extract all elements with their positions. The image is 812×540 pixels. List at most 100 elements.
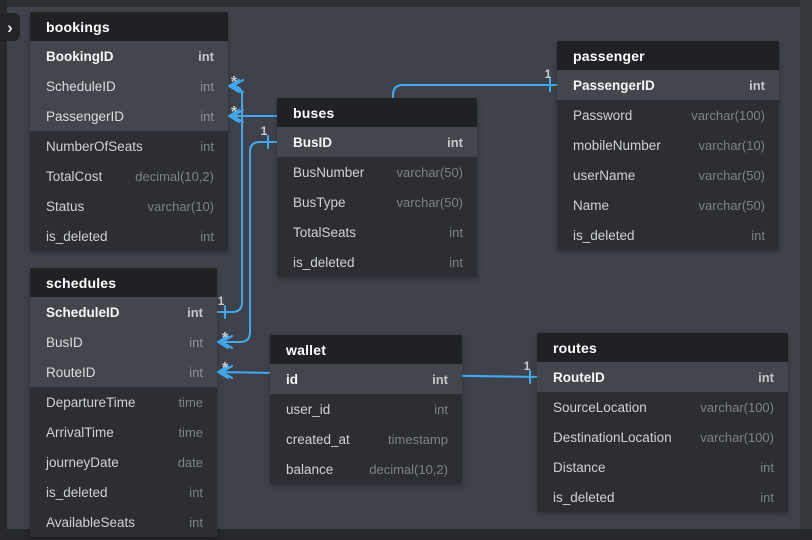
field-name: created_at (286, 431, 350, 447)
field-row-is_deleted[interactable]: is_deleted int (30, 221, 228, 251)
field-type: int (187, 304, 203, 320)
field-name: Status (46, 198, 85, 214)
table-header[interactable]: passenger (557, 41, 779, 70)
table-header[interactable]: bookings (30, 12, 228, 41)
table-header[interactable]: schedules (30, 268, 217, 297)
field-row-journeyDate[interactable]: journeyDate date (30, 447, 217, 477)
field-name: Distance (553, 459, 606, 475)
field-name: PassengerID (46, 108, 125, 124)
field-type: int (189, 484, 203, 500)
field-row-Distance[interactable]: Distance int (537, 452, 788, 482)
field-name: DestinationLocation (553, 429, 672, 445)
field-type: int (751, 227, 765, 243)
cardinality-label: * (222, 330, 229, 347)
field-name: Name (573, 197, 610, 213)
field-row-mobileNumber[interactable]: mobileNumber varchar(10) (557, 130, 779, 160)
field-type: date (177, 454, 203, 470)
crow-foot-icon (232, 79, 244, 93)
sidebar-expand-button[interactable]: › (0, 13, 20, 41)
field-type: int (449, 224, 463, 240)
cardinality-label: * (231, 104, 238, 121)
field-name: TotalSeats (293, 224, 357, 240)
table-header[interactable]: routes (537, 333, 788, 362)
relationship-line-bookings-schedules[interactable] (216, 85, 243, 313)
field-name: BusID (46, 334, 83, 350)
field-name: BusID (293, 134, 333, 150)
field-name: ArrivalTime (46, 424, 114, 440)
field-name: DepartureTime (46, 394, 136, 410)
crow-foot-icon (217, 335, 229, 349)
field-type: varchar(100) (691, 107, 765, 123)
field-row-DepartureTime[interactable]: DepartureTime time (30, 387, 217, 417)
crow-foot-icon (221, 335, 233, 349)
field-name: journeyDate (46, 454, 119, 470)
field-type: int (749, 77, 765, 93)
crow-foot-icon (232, 109, 244, 123)
field-name: ScheduleID (46, 78, 116, 94)
field-name: balance (286, 461, 334, 477)
field-type: int (760, 459, 774, 475)
cardinality-label: * (222, 360, 229, 377)
right-edge-strip (800, 0, 812, 540)
table-header[interactable]: buses (277, 98, 477, 127)
field-type: varchar(100) (700, 429, 774, 445)
field-name: SourceLocation (553, 399, 647, 415)
field-row-TotalSeats[interactable]: TotalSeats int (277, 217, 477, 247)
cardinality-label: 1 (524, 359, 531, 373)
field-name: is_deleted (46, 484, 108, 500)
field-name: userName (573, 167, 636, 183)
field-type: varchar(10) (698, 137, 765, 153)
field-name: BusNumber (293, 164, 365, 180)
relationship-line-buses-schedules[interactable] (216, 141, 278, 343)
field-name: TotalCost (46, 168, 103, 184)
crow-foot-icon (217, 365, 229, 379)
field-type: int (198, 48, 214, 64)
table-header[interactable]: wallet (270, 335, 462, 364)
field-row-ScheduleID[interactable]: ScheduleID int (30, 71, 228, 101)
field-type: int (200, 228, 214, 244)
field-row-DestinationLocation[interactable]: DestinationLocation varchar(100) (537, 422, 788, 452)
field-name: is_deleted (46, 228, 108, 244)
crow-foot-icon (228, 109, 240, 123)
field-name: mobileNumber (573, 137, 661, 153)
field-type: int (200, 78, 214, 94)
field-name: NumberOfSeats (46, 138, 143, 154)
field-type: int (432, 371, 448, 387)
field-type: time (178, 394, 203, 410)
field-row-is_deleted[interactable]: is_deleted int (30, 477, 217, 507)
field-type: int (449, 254, 463, 270)
